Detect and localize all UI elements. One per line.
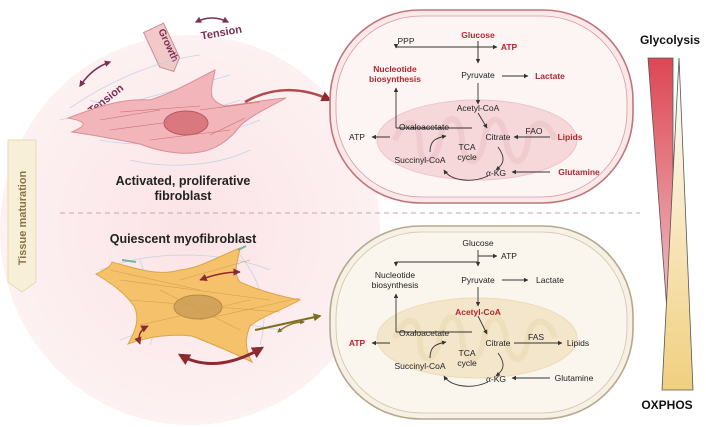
bottom-fas: FAS <box>528 332 544 342</box>
quiescent-tension-arrow-1 <box>199 268 241 281</box>
top-oxaloacetate: Oxaloacetate <box>399 122 449 132</box>
bottom-glutamine: Glutamine <box>555 373 594 383</box>
bottom-oxaloacetate: Oxaloacetate <box>399 328 449 338</box>
top-ppp: PPP <box>397 36 414 46</box>
bottom-succinyl-coa: Succinyl-CoA <box>394 361 445 371</box>
top-citrate: Citrate <box>485 132 510 142</box>
bottom-nucleotide-2: biosynthesis <box>372 280 419 290</box>
bottom-atp-left: ATP <box>349 338 366 348</box>
top-fao: FAO <box>525 126 542 136</box>
top-glucose: Glucose <box>461 30 495 40</box>
top-atp-top: ATP <box>501 42 518 52</box>
top-succinyl-coa: Succinyl-CoA <box>394 155 445 165</box>
top-tca-1: TCA <box>459 142 476 152</box>
top-akg: α-KG <box>486 168 506 178</box>
tissue-maturation-label: Tissue maturation <box>17 170 29 265</box>
quiescent-small-arrow <box>277 319 305 333</box>
top-metabolic-cell <box>329 9 634 204</box>
bottom-pathway-arrows <box>371 250 563 387</box>
activated-label-line2: fibroblast <box>155 189 213 203</box>
bottom-tca-2: cycle <box>457 358 477 368</box>
top-acetyl-coa: Acetyl-CoA <box>457 103 500 113</box>
top-nucleotide-2: biosynthesis <box>369 74 421 84</box>
top-atp-left: ATP <box>349 132 365 142</box>
top-lipids: Lipids <box>557 132 582 142</box>
top-pyruvate: Pyruvate <box>461 70 495 80</box>
tissue-maturation-arrow: Tissue maturation <box>7 139 37 293</box>
glycolysis-label: Glycolysis <box>640 33 700 47</box>
quiescent-tension-arrow-2 <box>134 325 149 345</box>
quiescent-tension-arrow-3 <box>177 346 265 365</box>
top-cell-text: Glucose PPP ATP Nucleotide biosynthesis … <box>349 30 600 178</box>
bottom-cell-text: Glucose ATP Nucleotide biosynthesis Pyru… <box>349 238 594 384</box>
top-pathway-arrows <box>371 41 550 181</box>
oxphos-wedge <box>661 57 694 391</box>
bottom-akg: α-KG <box>486 374 506 384</box>
bottom-nucleotide-1: Nucleotide <box>375 270 415 280</box>
bottom-acetyl-coa: Acetyl-CoA <box>455 307 501 317</box>
bottom-lipids: Lipids <box>567 338 589 348</box>
bottom-glucose: Glucose <box>462 238 493 248</box>
activated-to-cell-arrow <box>244 88 332 104</box>
top-glutamine: Glutamine <box>558 167 600 177</box>
tension-arrow-top <box>194 16 230 23</box>
bottom-atp-top: ATP <box>501 251 517 261</box>
bottom-mitochondrion <box>376 297 578 379</box>
bottom-pyruvate: Pyruvate <box>461 275 495 285</box>
quiescent-label: Quiescent myofibroblast <box>110 232 257 246</box>
top-lactate: Lactate <box>535 71 565 81</box>
bottom-citrate: Citrate <box>485 338 510 348</box>
activated-fibroblast-illustration <box>59 54 287 166</box>
top-nucleotide-1: Nucleotide <box>373 64 417 74</box>
oxphos-label: OXPHOS <box>641 398 692 412</box>
activated-label-line1: Activated, proliferative <box>116 174 251 188</box>
glycolysis-oxphos-gradient <box>647 57 694 391</box>
bottom-lactate: Lactate <box>536 275 564 285</box>
tension-arrow-left <box>79 60 112 88</box>
bottom-tca-1: TCA <box>459 348 476 358</box>
top-tca-2: cycle <box>457 152 477 162</box>
